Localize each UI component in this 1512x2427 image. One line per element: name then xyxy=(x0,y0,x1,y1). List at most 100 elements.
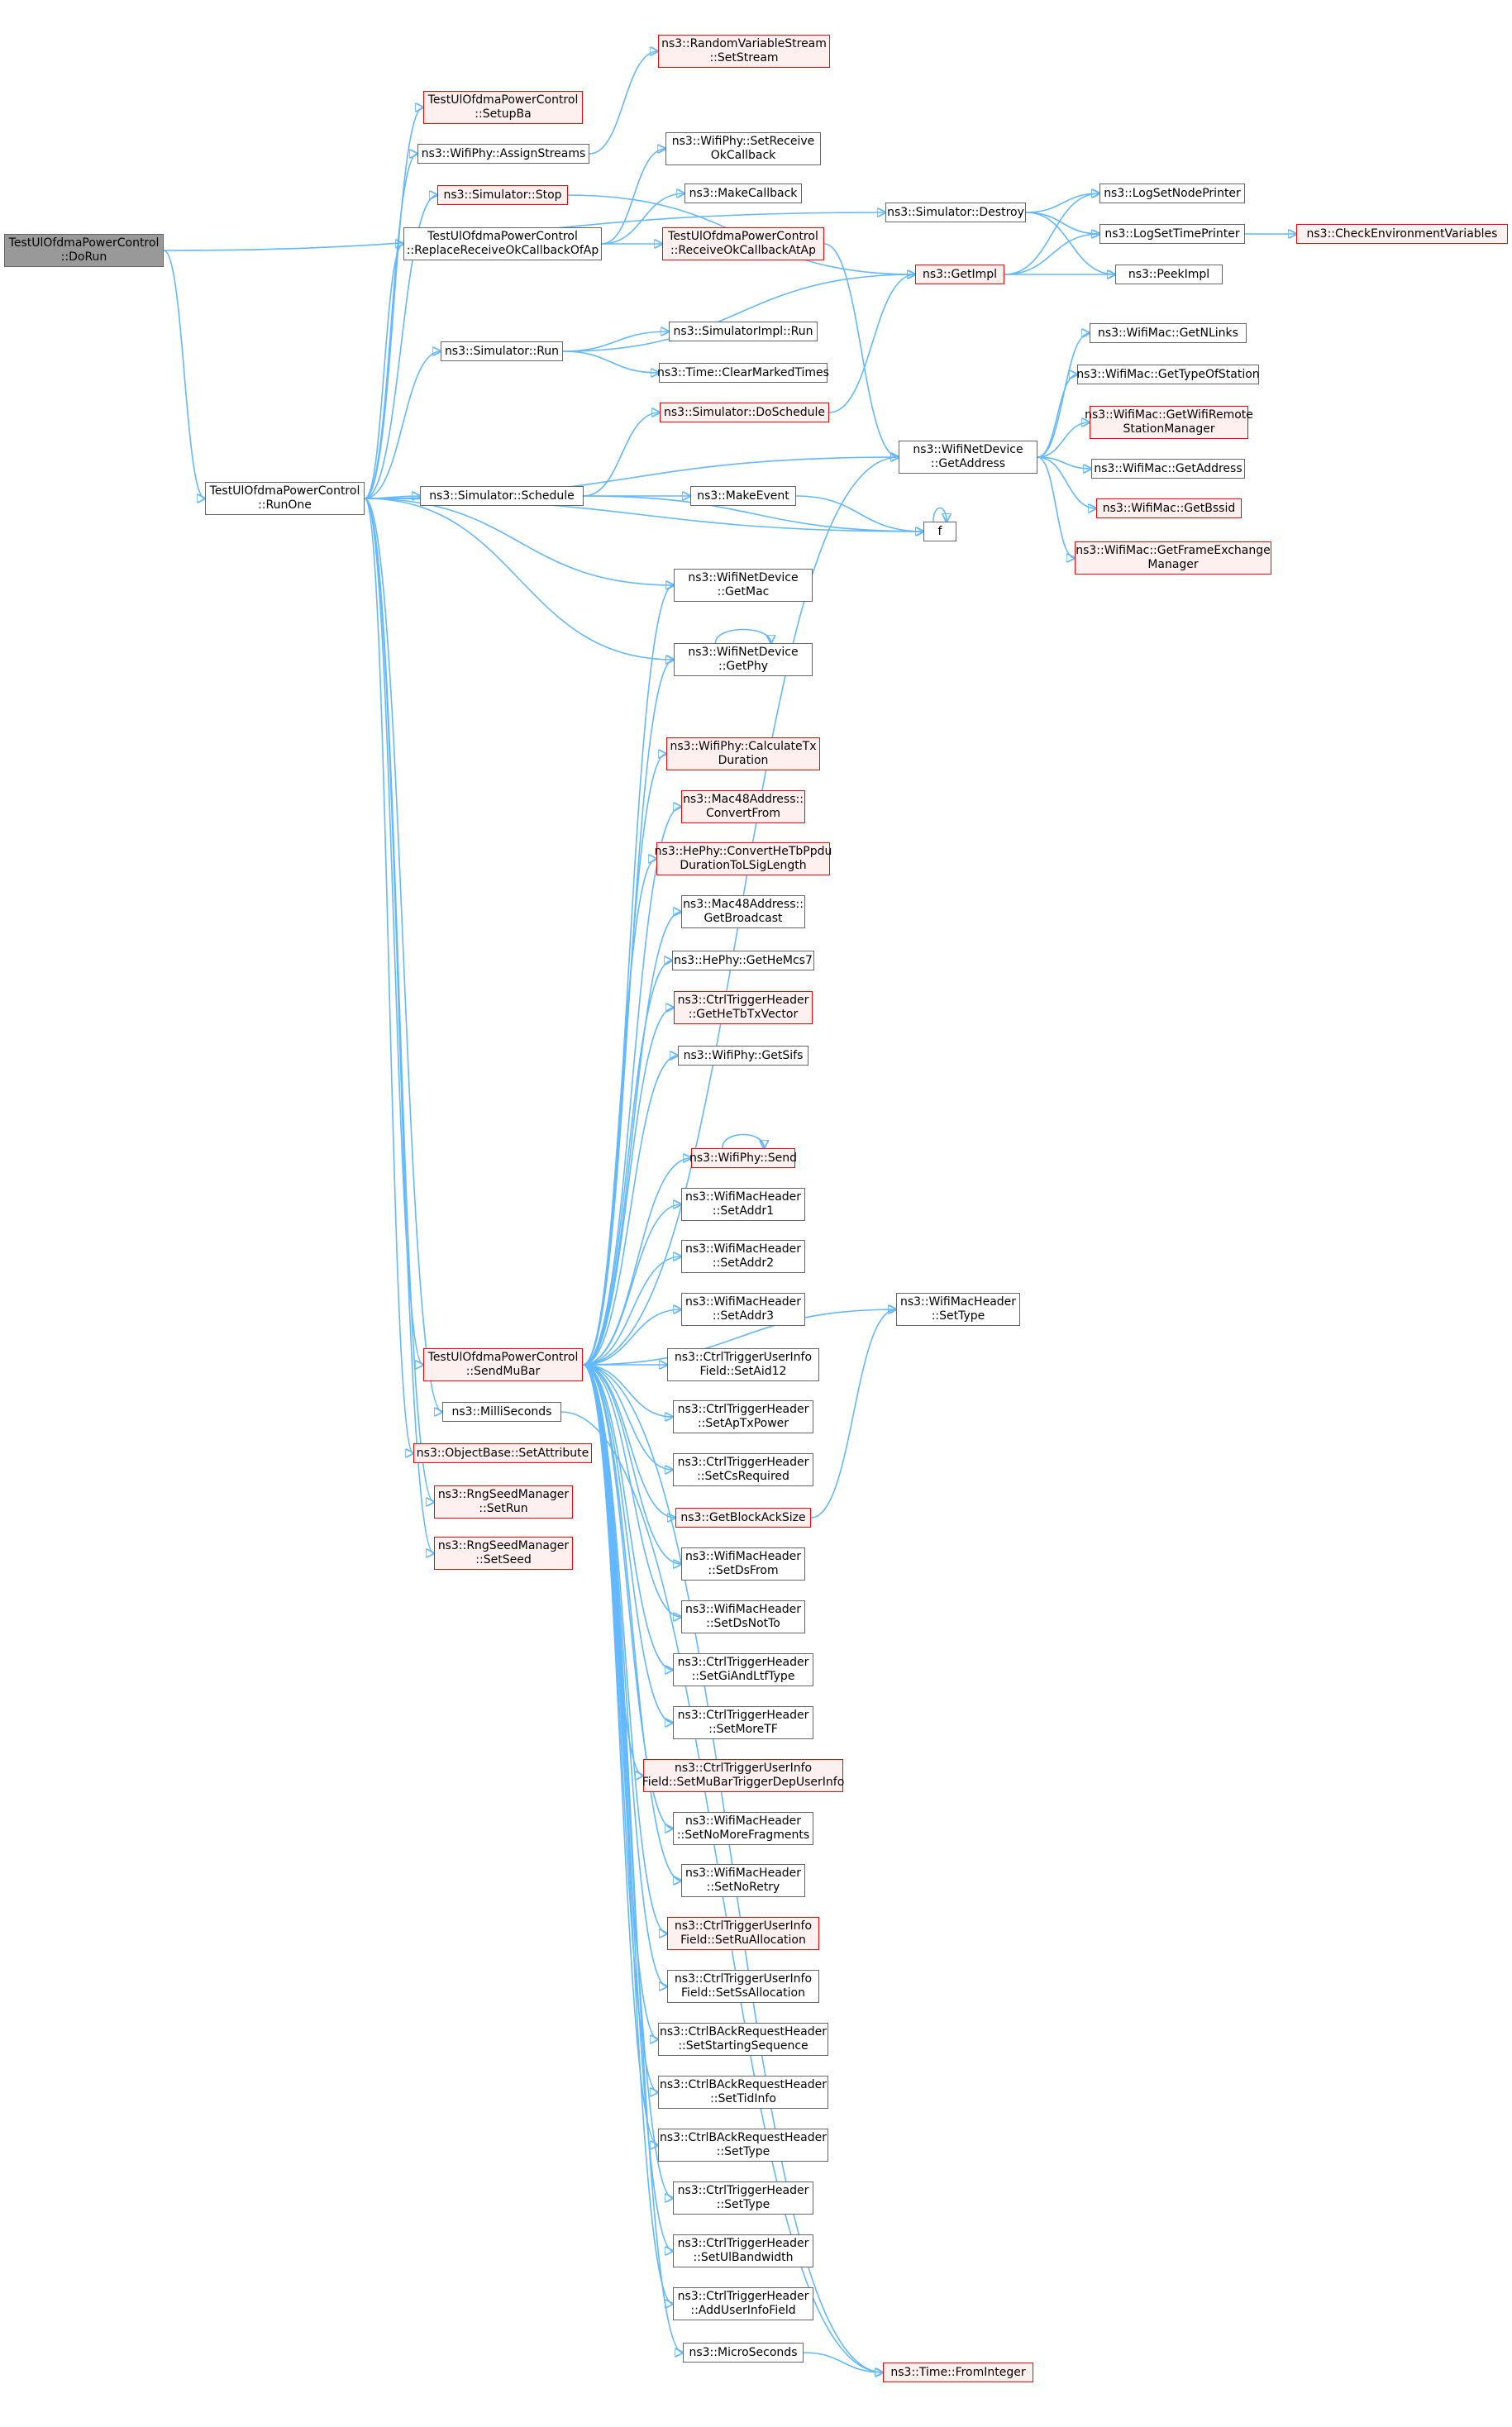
node-get-impl[interactable]: ns3::GetImpl xyxy=(915,265,1004,284)
node-set-ru-allocation[interactable]: ns3::CtrlTriggerUserInfo Field::SetRuAll… xyxy=(667,1917,819,1950)
node-wifi-phy-send[interactable]: ns3::WifiPhy::Send xyxy=(689,1148,797,1168)
node-get-sifs[interactable]: ns3::WifiPhy::GetSifs xyxy=(678,1046,808,1066)
node-set-addr1[interactable]: ns3::WifiMacHeader ::SetAddr1 xyxy=(681,1188,805,1221)
node-check-environment-variables[interactable]: ns3::CheckEnvironmentVariables xyxy=(1296,224,1508,244)
node-milli-seconds[interactable]: ns3::MilliSeconds xyxy=(442,1402,561,1422)
edge-get-impl-to-log-set-node-printer xyxy=(1004,193,1099,275)
node-calculate-tx-duration[interactable]: ns3::WifiPhy::CalculateTx Duration xyxy=(666,737,820,770)
node-rng-set-run[interactable]: ns3::RngSeedManager ::SetRun xyxy=(434,1485,573,1519)
node-set-starting-sequence[interactable]: ns3::CtrlBAckRequestHeader ::SetStarting… xyxy=(658,2023,828,2056)
edge-run-one-to-assign-streams xyxy=(364,154,417,499)
node-set-ds-from[interactable]: ns3::WifiMacHeader ::SetDsFrom xyxy=(681,1547,805,1581)
node-setup-ba[interactable]: TestUlOfdmaPowerControl ::SetupBa xyxy=(423,91,583,124)
node-set-ds-not-to[interactable]: ns3::WifiMacHeader ::SetDsNotTo xyxy=(681,1600,805,1633)
node-simulator-impl-run[interactable]: ns3::SimulatorImpl::Run xyxy=(669,322,818,341)
edge-send-mu-bar-to-wifi-phy-send xyxy=(582,1158,691,1366)
node-set-cs-required[interactable]: ns3::CtrlTriggerHeader ::SetCsRequired xyxy=(673,1453,813,1486)
node-peek-impl[interactable]: ns3::PeekImpl xyxy=(1115,265,1223,284)
node-set-ap-tx-power[interactable]: ns3::CtrlTriggerHeader ::SetApTxPower xyxy=(673,1400,813,1433)
node-wnd-get-phy[interactable]: ns3::WifiNetDevice ::GetPhy xyxy=(674,643,813,676)
node-set-ss-allocation[interactable]: ns3::CtrlTriggerUserInfo Field::SetSsAll… xyxy=(667,1970,819,2003)
edge-send-mu-bar-to-set-no-more-fragments xyxy=(582,1364,673,1829)
edge-simulator-run-to-simulator-impl-run xyxy=(562,331,669,352)
edge-run-one-to-rng-set-seed xyxy=(364,498,434,1553)
node-wnd-get-address[interactable]: ns3::WifiNetDevice ::GetAddress xyxy=(899,441,1037,474)
node-simulator-schedule[interactable]: ns3::Simulator::Schedule xyxy=(420,486,584,506)
node-set-aid12[interactable]: ns3::CtrlTriggerUserInfo Field::SetAid12 xyxy=(667,1348,819,1381)
edge-simulator-run-to-clear-marked-times xyxy=(562,350,659,373)
node-time-from-integer[interactable]: ns3::Time::FromInteger xyxy=(883,2363,1033,2382)
edge-send-mu-bar-to-get-broadcast xyxy=(582,912,681,1366)
node-convert-he-tb-ppdu[interactable]: ns3::HePhy::ConvertHeTbPpdu DurationToLS… xyxy=(655,842,832,875)
edge-micro-seconds-to-time-from-integer xyxy=(803,2352,883,2372)
node-set-ul-bandwidth[interactable]: ns3::CtrlTriggerHeader ::SetUlBandwidth xyxy=(673,2234,813,2267)
edge-send-mu-bar-to-set-addr3 xyxy=(582,1309,681,1366)
node-add-user-info-field[interactable]: ns3::CtrlTriggerHeader ::AddUserInfoFiel… xyxy=(673,2287,813,2320)
node-set-no-more-fragments[interactable]: ns3::WifiMacHeader ::SetNoMoreFragments xyxy=(673,1812,813,1845)
node-simulator-do-schedule[interactable]: ns3::Simulator::DoSchedule xyxy=(660,403,829,422)
node-clear-marked-times[interactable]: ns3::Time::ClearMarkedTimes xyxy=(657,363,829,383)
node-set-tid-info[interactable]: ns3::CtrlBAckRequestHeader ::SetTidInfo xyxy=(658,2076,828,2109)
node-set-mu-bar-trigger-dep[interactable]: ns3::CtrlTriggerUserInfo Field::SetMuBar… xyxy=(642,1759,844,1792)
node-mac-get-address[interactable]: ns3::WifiMac::GetAddress xyxy=(1091,459,1245,479)
node-get-broadcast[interactable]: ns3::Mac48Address:: GetBroadcast xyxy=(681,895,805,928)
node-wnd-get-mac[interactable]: ns3::WifiNetDevice ::GetMac xyxy=(674,569,813,602)
edge-f-self xyxy=(932,507,947,522)
node-get-bssid[interactable]: ns3::WifiMac::GetBssid xyxy=(1096,498,1242,518)
node-assign-streams[interactable]: ns3::WifiPhy::AssignStreams xyxy=(417,144,589,164)
edge-wnd-get-address-to-get-n-links xyxy=(1037,333,1090,458)
node-set-more-tf[interactable]: ns3::CtrlTriggerHeader ::SetMoreTF xyxy=(673,1706,813,1739)
node-simulator-stop[interactable]: ns3::Simulator::Stop xyxy=(437,185,568,205)
edge-send-mu-bar-to-set-addr2 xyxy=(582,1256,681,1366)
edge-simulator-run-to-get-impl xyxy=(562,274,915,352)
edge-send-mu-bar-to-set-more-tf xyxy=(582,1364,673,1723)
node-get-type-of-station[interactable]: ns3::WifiMac::GetTypeOfStation xyxy=(1076,365,1260,384)
node-simulator-destroy[interactable]: ns3::Simulator::Destroy xyxy=(885,203,1026,222)
node-receive-ok-callback-at-ap[interactable]: TestUlOfdmaPowerControl ::ReceiveOkCallb… xyxy=(662,227,824,260)
node-trigger-set-type[interactable]: ns3::CtrlTriggerHeader ::SetType xyxy=(673,2181,813,2215)
node-set-addr2[interactable]: ns3::WifiMacHeader ::SetAddr2 xyxy=(681,1240,805,1273)
edge-wnd-get-address-to-get-wifi-remote-station-manager xyxy=(1037,422,1090,458)
edge-send-mu-bar-to-set-ul-bandwidth xyxy=(582,1364,673,2251)
edge-send-mu-bar-to-set-ru-allocation xyxy=(582,1364,667,1933)
node-get-frame-exchange-manager[interactable]: ns3::WifiMac::GetFrameExchange Manager xyxy=(1075,541,1271,575)
node-rng-set-seed[interactable]: ns3::RngSeedManager ::SetSeed xyxy=(434,1537,573,1570)
edge-wnd-get-address-to-get-frame-exchange-manager xyxy=(1037,456,1075,558)
node-do-run[interactable]: TestUlOfdmaPowerControl ::DoRun xyxy=(4,234,164,267)
edge-send-mu-bar-to-get-sifs xyxy=(582,1056,678,1366)
edge-simulator-schedule-to-simulator-do-schedule xyxy=(583,412,660,497)
node-make-callback[interactable]: ns3::MakeCallback xyxy=(684,184,802,203)
node-get-wifi-remote-station-manager[interactable]: ns3::WifiMac::GetWifiRemote StationManag… xyxy=(1085,406,1253,439)
edge-send-mu-bar-to-set-addr1 xyxy=(582,1204,681,1366)
node-send-mu-bar[interactable]: TestUlOfdmaPowerControl ::SendMuBar xyxy=(423,1348,583,1381)
node-set-addr3[interactable]: ns3::WifiMacHeader ::SetAddr3 xyxy=(681,1293,805,1326)
node-run-one[interactable]: TestUlOfdmaPowerControl ::RunOne xyxy=(205,482,365,515)
node-get-block-ack-size[interactable]: ns3::GetBlockAckSize xyxy=(675,1508,811,1528)
node-set-gi-and-ltf-type[interactable]: ns3::CtrlTriggerHeader ::SetGiAndLtfType xyxy=(673,1653,813,1686)
node-log-set-node-printer[interactable]: ns3::LogSetNodePrinter xyxy=(1099,184,1245,203)
node-simulator-run[interactable]: ns3::Simulator::Run xyxy=(441,341,563,361)
node-f[interactable]: f xyxy=(923,522,956,541)
edge-wnd-get-address-to-get-type-of-station xyxy=(1037,374,1077,458)
edge-wnd-get-address-to-get-bssid xyxy=(1037,456,1096,508)
node-get-he-tb-tx-vector[interactable]: ns3::CtrlTriggerHeader ::GetHeTbTxVector xyxy=(674,991,813,1024)
node-bar-set-type[interactable]: ns3::CtrlBAckRequestHeader ::SetType xyxy=(658,2129,828,2162)
node-set-no-retry[interactable]: ns3::WifiMacHeader ::SetNoRetry xyxy=(681,1864,805,1897)
node-rvs-set-stream[interactable]: ns3::RandomVariableStream ::SetStream xyxy=(658,35,830,68)
node-get-n-links[interactable]: ns3::WifiMac::GetNLinks xyxy=(1090,323,1247,343)
edge-run-one-to-wnd-get-mac xyxy=(364,498,674,585)
node-wmh-set-type[interactable]: ns3::WifiMacHeader ::SetType xyxy=(896,1293,1020,1326)
edge-get-impl-to-log-set-time-printer xyxy=(1004,234,1099,275)
node-get-he-mcs7[interactable]: ns3::HePhy::GetHeMcs7 xyxy=(672,951,814,970)
node-replace-receive-ok-callback[interactable]: TestUlOfdmaPowerControl ::ReplaceReceive… xyxy=(403,227,602,260)
edge-send-mu-bar-to-set-gi-and-ltf-type xyxy=(582,1364,673,1670)
node-convert-from[interactable]: ns3::Mac48Address:: ConvertFrom xyxy=(681,790,805,823)
edge-send-mu-bar-to-micro-seconds xyxy=(582,1364,683,2353)
node-make-event[interactable]: ns3::MakeEvent xyxy=(690,486,796,506)
node-set-attribute[interactable]: ns3::ObjectBase::SetAttribute xyxy=(413,1443,592,1463)
node-micro-seconds[interactable]: ns3::MicroSeconds xyxy=(683,2343,804,2363)
edge-run-one-to-set-attribute xyxy=(364,498,413,1453)
node-log-set-time-printer[interactable]: ns3::LogSetTimePrinter xyxy=(1099,224,1245,244)
node-set-receive-ok-callback[interactable]: ns3::WifiPhy::SetReceive OkCallback xyxy=(665,132,821,165)
edge-send-mu-bar-to-convert-from xyxy=(582,807,681,1366)
